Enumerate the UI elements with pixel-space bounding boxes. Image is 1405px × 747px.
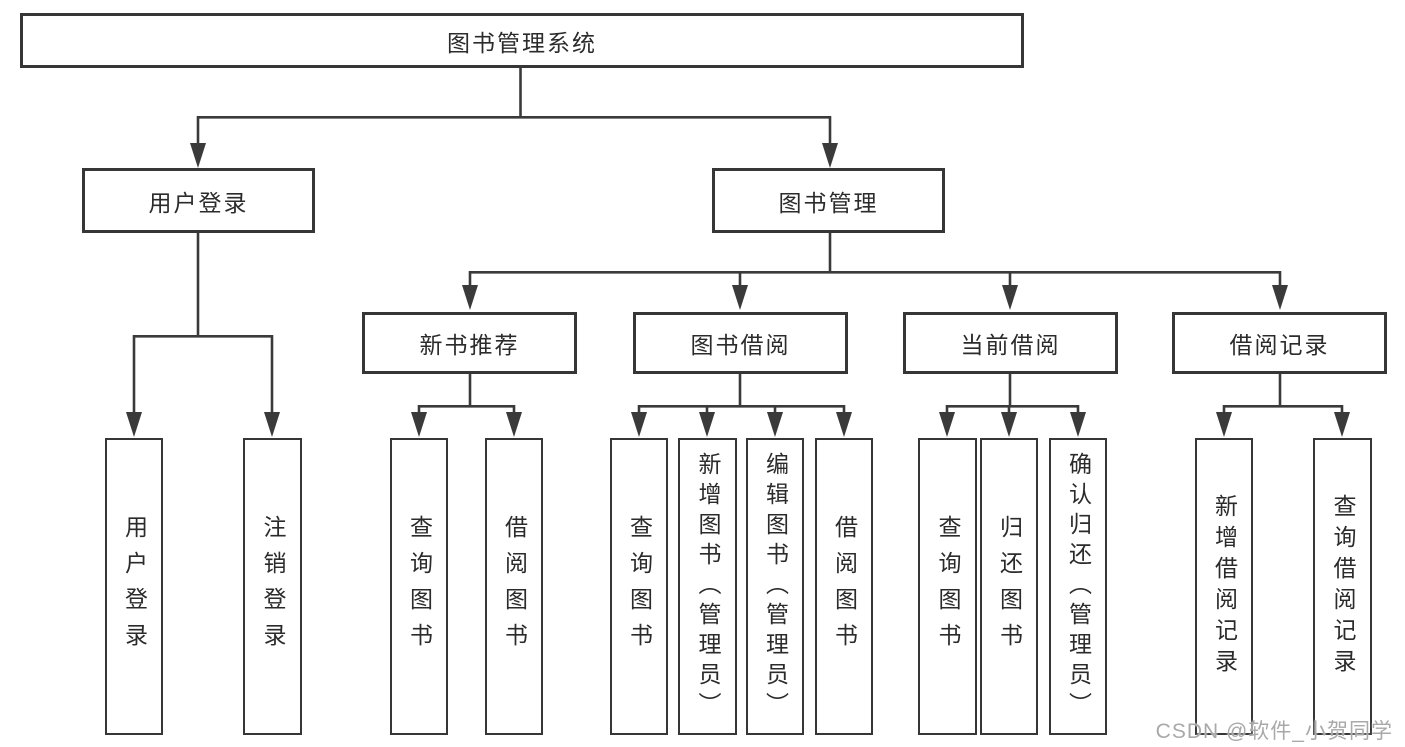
leaf-user-login-label: 用户登录 (121, 514, 148, 659)
leaf-logout: 注销登录 (243, 438, 302, 735)
node-book-borrow: 图书借阅 (633, 312, 848, 374)
node-user-login: 用户登录 (82, 168, 315, 233)
connector-new-book-recommend-children (411, 373, 522, 437)
leaf-query-books-borrow: 查询图书 (610, 438, 668, 735)
leaf-return-book-label: 归还图书 (996, 514, 1023, 659)
leaf-query-books-current: 查询图书 (918, 438, 977, 735)
leaf-borrow-books-recommend: 借阅图书 (485, 438, 543, 735)
leaf-query-books-current-label: 查询图书 (935, 514, 961, 659)
node-new-book-recommend: 新书推荐 (362, 312, 577, 374)
leaf-borrow-books-recommend-label: 借阅图书 (501, 514, 528, 659)
leaf-query-borrow-record: 查询借阅记录 (1313, 438, 1372, 735)
node-root: 图书管理系统 (20, 13, 1024, 68)
leaf-add-borrow-record: 新增借阅记录 (1195, 438, 1253, 735)
connector-borrow-records-children (1216, 373, 1350, 437)
node-root-label: 图书管理系统 (447, 29, 597, 56)
leaf-edit-book-admin-label: 编辑图书（管理员） (762, 451, 789, 722)
leaf-query-books-recommend: 查询图书 (390, 438, 448, 735)
leaf-borrow-books: 借阅图书 (815, 438, 873, 735)
node-current-borrow-label: 当前借阅 (960, 332, 1061, 358)
leaf-return-book: 归还图书 (980, 438, 1038, 735)
node-current-borrow: 当前借阅 (903, 312, 1118, 374)
leaf-add-borrow-record-label: 新增借阅记录 (1211, 493, 1238, 680)
leaf-add-book-admin-label: 新增图书（管理员） (695, 451, 721, 722)
connector-book-management-children (462, 232, 1288, 310)
leaf-query-books-borrow-label: 查询图书 (626, 514, 653, 659)
csdn-watermark: CSDN @软件_小贺同学 (1155, 720, 1393, 743)
leaf-confirm-return-admin-label: 确认归还（管理员） (1065, 451, 1092, 722)
leaf-confirm-return-admin: 确认归还（管理员） (1049, 438, 1107, 735)
node-user-login-label: 用户登录 (148, 189, 249, 216)
node-borrow-records: 借阅记录 (1172, 312, 1387, 374)
leaf-add-book-admin: 新增图书（管理员） (678, 438, 737, 735)
connector-user-login-children (126, 233, 280, 437)
leaf-borrow-books-label: 借阅图书 (831, 514, 858, 659)
connector-current-borrow-children (939, 373, 1086, 437)
node-borrow-records-label: 借阅记录 (1229, 332, 1330, 358)
node-book-borrow-label: 图书借阅 (690, 332, 791, 358)
leaf-query-borrow-record-label: 查询借阅记录 (1330, 493, 1356, 680)
leaf-user-login: 用户登录 (105, 438, 163, 735)
node-book-management-label: 图书管理 (778, 189, 879, 216)
connector-root-to-level2 (190, 66, 838, 168)
connector-book-borrow-children (631, 373, 852, 437)
leaf-query-books-recommend-label: 查询图书 (406, 514, 433, 659)
node-book-management: 图书管理 (712, 168, 945, 233)
node-new-book-recommend-label: 新书推荐 (419, 332, 520, 358)
leaf-edit-book-admin: 编辑图书（管理员） (746, 438, 804, 735)
leaf-logout-label: 注销登录 (260, 514, 286, 659)
